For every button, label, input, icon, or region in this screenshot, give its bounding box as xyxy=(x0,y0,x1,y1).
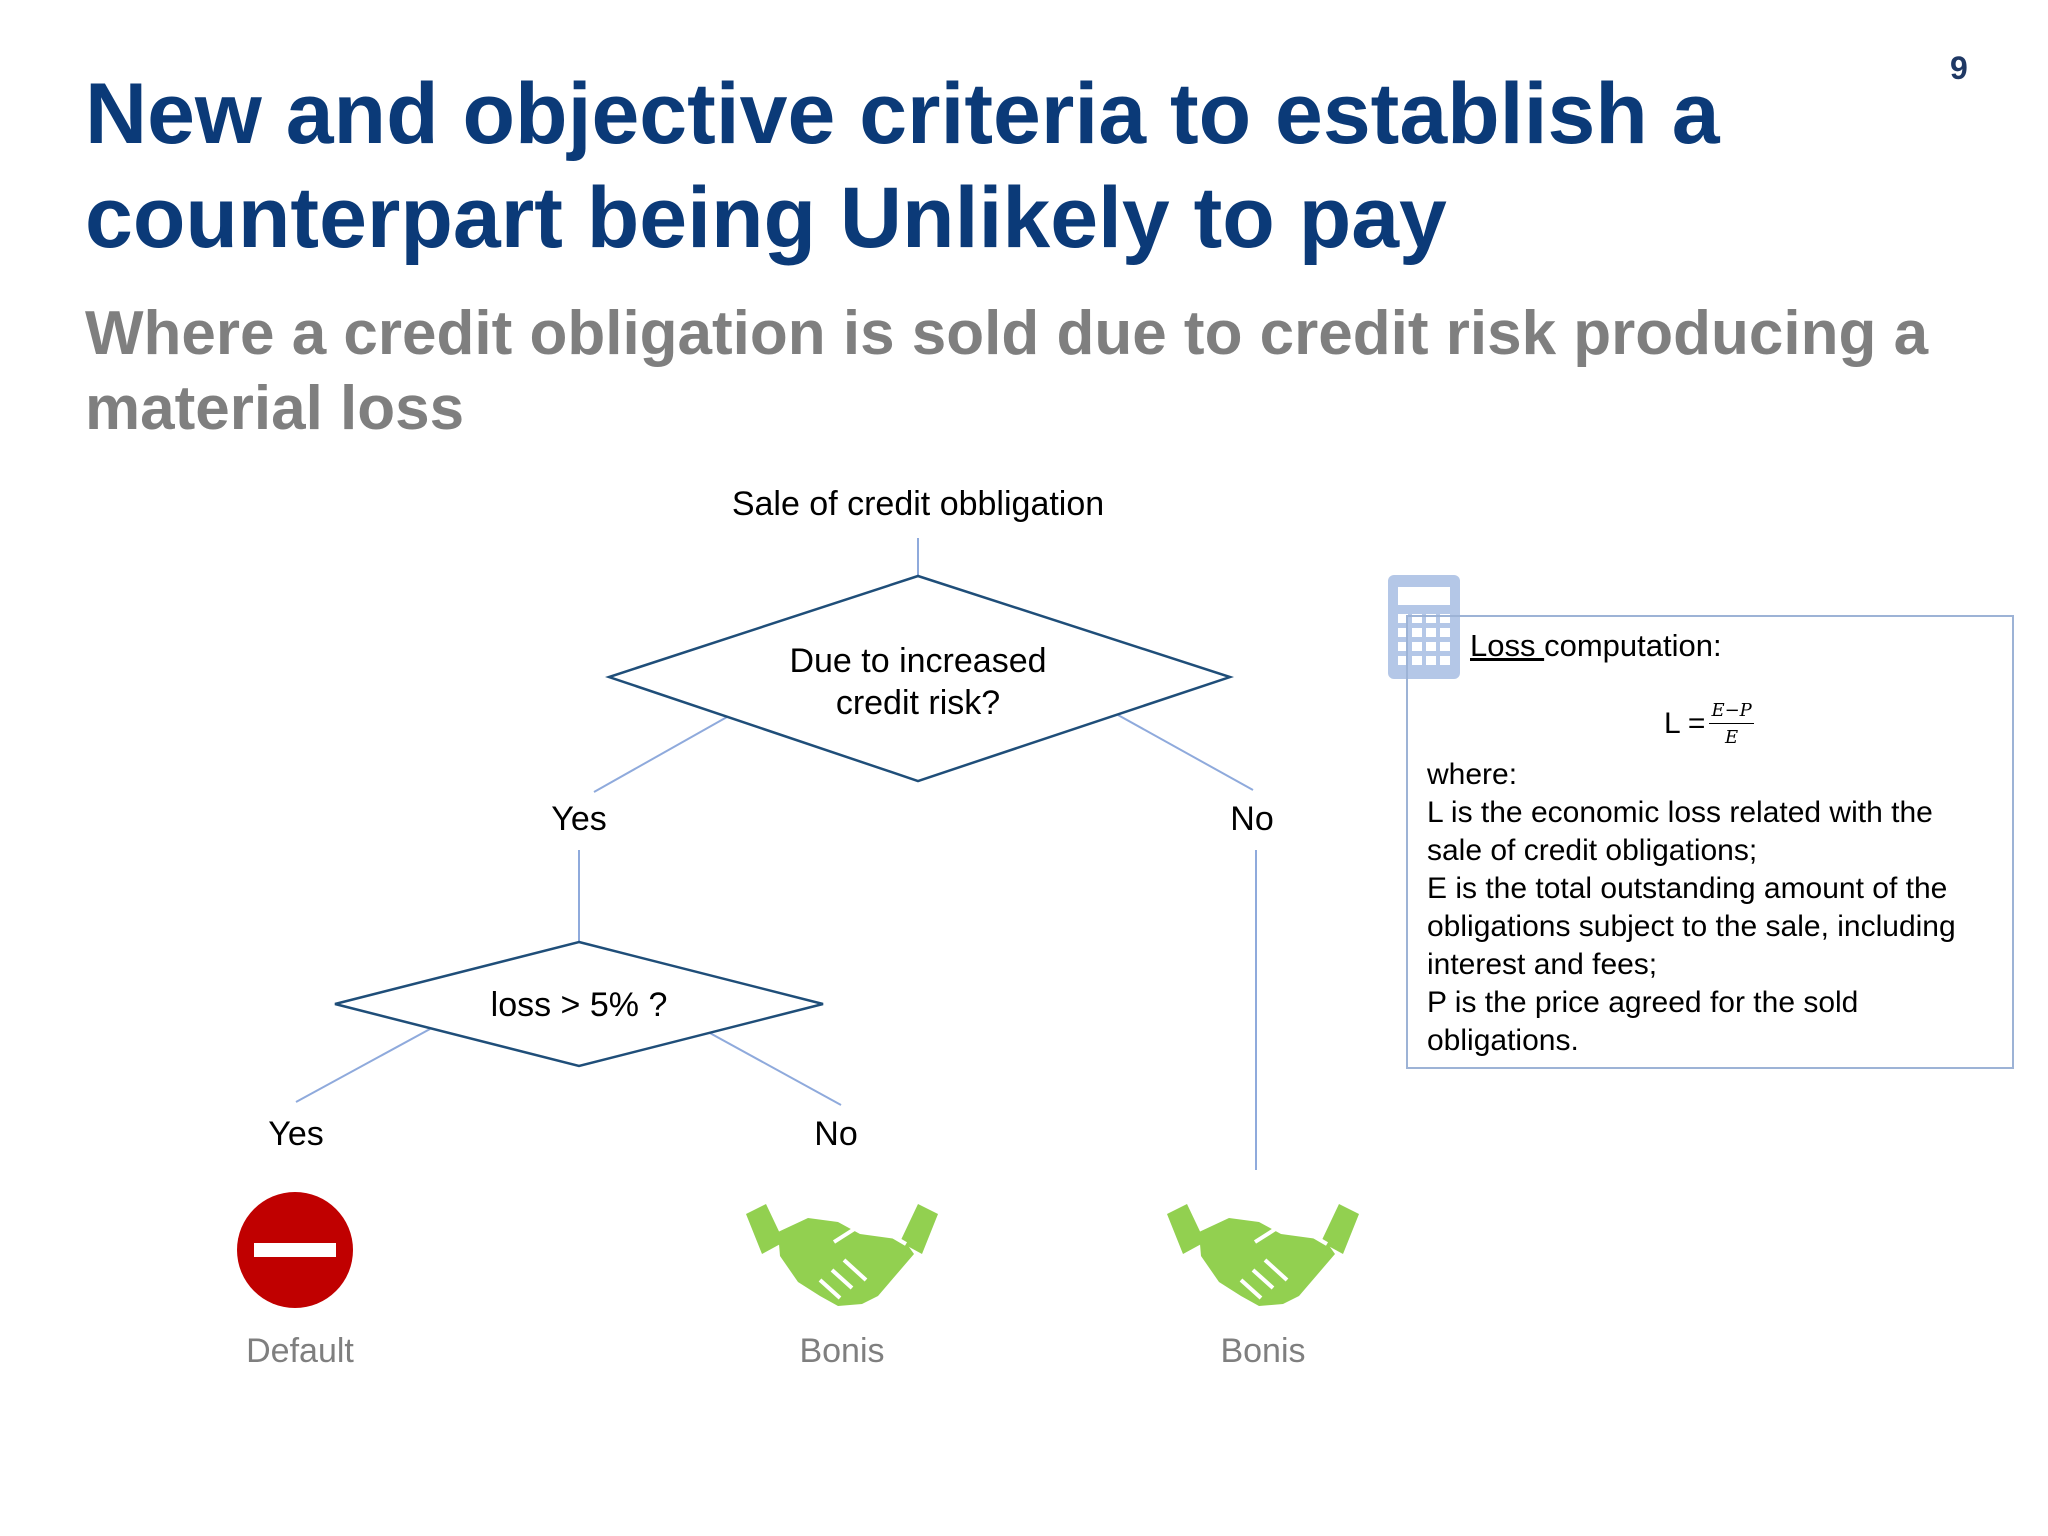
branch2-no-label: No xyxy=(814,1115,858,1153)
slide-title: New and objective criteria to establish … xyxy=(85,66,1720,266)
definition-line: interest and fees; xyxy=(1427,948,1658,981)
decision1-line2: credit risk? xyxy=(835,684,1001,722)
formula-denominator: E xyxy=(1725,727,1739,748)
connector-d1-no xyxy=(1117,714,1254,791)
definition-line: where: xyxy=(1427,758,1518,791)
connector-d2-yes xyxy=(295,1028,431,1103)
definition-line: obligations. xyxy=(1427,1024,1579,1057)
outcome-bonis-label: Bonis xyxy=(1220,1332,1306,1370)
heading-underlined: Loss xyxy=(1470,628,1545,663)
heading-rest: computation: xyxy=(1544,628,1722,663)
decision2-text: loss > 5% ? xyxy=(490,986,668,1024)
decision-diamond-credit-risk xyxy=(605,574,1235,783)
decision1-text: Due to increased credit risk? xyxy=(718,640,1118,724)
slide-subtitle: Where a credit obligation is sold due to… xyxy=(85,299,1929,443)
connector-d1-yes xyxy=(593,716,728,793)
formula-lhs: L = xyxy=(1664,707,1706,740)
loss-definitions: where: L is the economic loss related wi… xyxy=(1427,756,2007,1060)
definition-line: L is the economic loss related with the xyxy=(1427,796,1933,829)
outcome-bonis-label: Bonis xyxy=(799,1332,885,1370)
decision-diamond-loss xyxy=(334,940,824,1068)
definition-line: obligations subject to the sale, includi… xyxy=(1427,910,1956,943)
connector-d2-no xyxy=(707,1031,842,1106)
definition-line: sale of credit obligations; xyxy=(1427,834,1758,867)
formula-numerator: E−P xyxy=(1709,700,1754,724)
handshake-icon xyxy=(746,1204,938,1306)
outcome-default-label: Default xyxy=(246,1332,354,1370)
definition-line: P is the price agreed for the sold xyxy=(1427,986,1859,1019)
branch1-yes-label: Yes xyxy=(551,800,607,838)
handshake-icon xyxy=(1167,1204,1359,1306)
branch2-yes-label: Yes xyxy=(268,1115,324,1153)
definition-line: E is the total outstanding amount of the xyxy=(1427,872,1948,905)
loss-computation-box xyxy=(1406,615,2014,1069)
loss-computation-heading: Loss computation: xyxy=(1470,628,1722,664)
loss-formula: L = E−P E xyxy=(1664,700,1754,748)
decision1-line1: Due to increased xyxy=(789,642,1047,680)
start-label: Sale of credit obbligation xyxy=(731,485,1105,523)
no-entry-icon xyxy=(237,1192,353,1308)
formula-fraction: E−P E xyxy=(1709,700,1754,748)
branch1-no-label: No xyxy=(1230,800,1274,838)
page-number: 9 xyxy=(1950,50,1968,86)
